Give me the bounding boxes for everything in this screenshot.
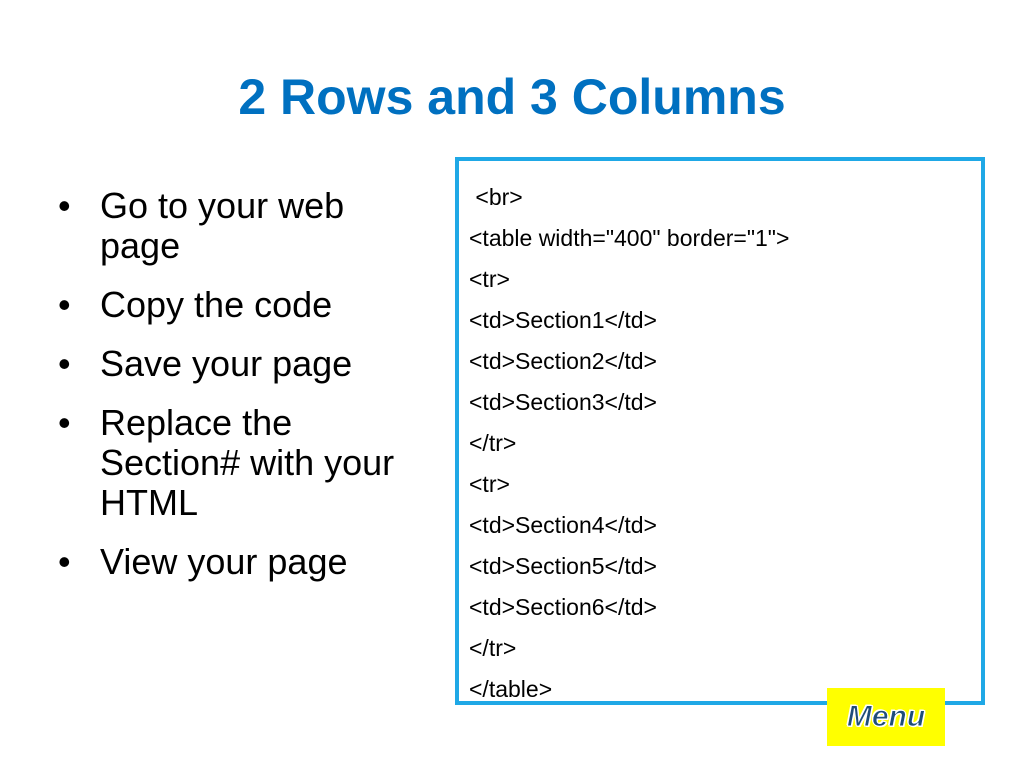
bullet-icon: • <box>58 402 71 443</box>
code-line: <td>Section1</td> <box>469 307 657 333</box>
code-snippet-box: <br> <table width="400" border="1"> <tr>… <box>455 157 985 705</box>
list-item-text: View your page <box>100 541 348 582</box>
list-item-text: Save your page <box>100 343 353 384</box>
code-line: <td>Section4</td> <box>469 512 657 538</box>
code-line: <br> <box>469 184 523 210</box>
list-item: • View your page <box>58 542 418 582</box>
code-line: <tr> <box>469 266 510 292</box>
instruction-list: • Go to your web page • Copy the code • Sav… <box>58 186 418 601</box>
list-item: • Save your page <box>58 344 418 384</box>
code-line: </tr> <box>469 635 517 661</box>
code-line: <table width="400" border="1"> <box>469 225 790 251</box>
list-item: • Copy the code <box>58 285 418 325</box>
list-item-text: Replace the Section# with your HTML <box>100 402 395 523</box>
list-item: • Go to your web page <box>58 186 418 266</box>
bullet-icon: • <box>58 185 71 226</box>
slide-title: 2 Rows and 3 Columns <box>238 69 786 125</box>
code-line: <tr> <box>469 471 510 497</box>
list-item: • Replace the Section# with your HTML <box>58 403 418 523</box>
code-line: <td>Section5</td> <box>469 553 657 579</box>
list-item-text: Go to your web page <box>100 185 345 266</box>
list-item-text: Copy the code <box>100 284 333 325</box>
bullet-icon: • <box>58 284 71 325</box>
bullet-icon: • <box>58 541 71 582</box>
menu-button[interactable]: Menu <box>827 688 945 746</box>
code-line: </tr> <box>469 430 517 456</box>
menu-button-label: Menu <box>846 700 926 734</box>
code-line: <td>Section2</td> <box>469 348 657 374</box>
code-line: <td>Section3</td> <box>469 389 657 415</box>
bullet-icon: • <box>58 343 71 384</box>
code-line: </table> <box>469 676 553 702</box>
code-line: <td>Section6</td> <box>469 594 657 620</box>
